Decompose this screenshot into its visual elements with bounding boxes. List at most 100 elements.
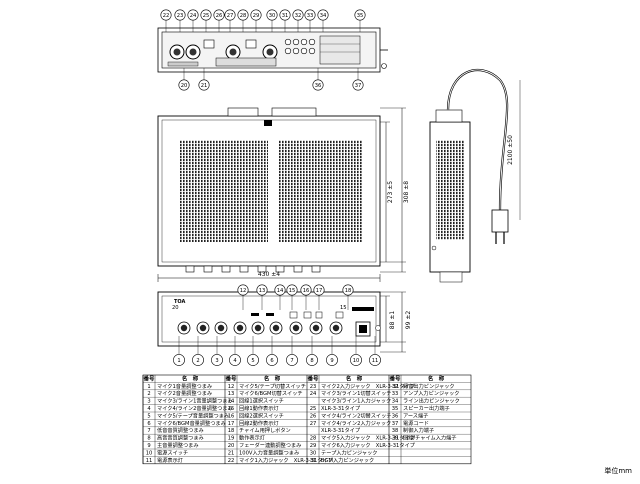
table-cell-no: 6	[147, 421, 150, 427]
table-cell-name: マイク2音量調整つまみ	[157, 389, 212, 397]
callout-number: 34	[320, 13, 327, 19]
width-dimension: 430 ±4	[157, 271, 381, 282]
table-cell-name: テープ入力ピンジャック	[321, 448, 378, 456]
callout-number: 12	[240, 288, 247, 294]
table-cell-no: 26	[310, 413, 317, 419]
table-cell-name: マイク3/ライン1音量調整つまみ	[157, 397, 233, 405]
callout-number: 11	[372, 358, 379, 364]
callout-marker: 36	[312, 79, 324, 91]
callout-number: 25	[203, 13, 210, 19]
table-cell-name: 低音音質調整つまみ	[157, 426, 204, 434]
table-cell-name: XLR-3-31タイプ	[321, 426, 361, 434]
cord-length-label: 2100 ±50	[507, 135, 514, 165]
table-cell-no: 25	[310, 406, 317, 412]
callout-number: 10	[353, 358, 360, 364]
callout-number: 5	[251, 358, 254, 364]
callout-marker: 5	[247, 354, 259, 366]
callout-marker: 28	[237, 9, 249, 21]
callout-marker: 18	[342, 284, 354, 296]
table-cell-name: フェーダー連動調整つまみ	[239, 441, 301, 449]
rear-panel-view	[157, 27, 388, 73]
table-cell-no: 22	[228, 458, 235, 464]
table-cell-no: 35	[392, 406, 399, 412]
table-cell-no: 29	[310, 443, 317, 449]
callout-marker: 37	[352, 79, 364, 91]
front-panel-view: TOA 20 15	[157, 291, 381, 347]
callout-marker: 15	[286, 284, 298, 296]
table-cell-name: 回線2選択スイッチ	[239, 411, 284, 419]
table-cell-no: 39	[392, 436, 399, 442]
table-cell-name: 制御入力端子	[403, 426, 434, 434]
callout-number: 30	[269, 13, 276, 19]
callout-marker: 22	[160, 9, 172, 21]
table-cell-name: 録音出力ピンジャック	[403, 382, 455, 390]
callout-number: 14	[277, 288, 284, 294]
table-cell-no: 32	[392, 384, 399, 390]
table-cell-no: 36	[392, 413, 399, 419]
callout-number: 15	[289, 288, 296, 294]
callout-marker: 27	[224, 9, 236, 21]
table-cell-no: 9	[147, 443, 150, 449]
table-cell-name: 電源表示灯	[157, 456, 183, 464]
callout-number: 31	[282, 13, 289, 19]
knob-cap	[217, 324, 225, 332]
callout-number: 17	[316, 288, 323, 294]
table-header-name: 名 称	[428, 374, 445, 382]
table-cell-no: 15	[228, 406, 235, 412]
callout-marker: 23	[174, 9, 186, 21]
callout-number: 18	[345, 288, 352, 294]
callout-number: 36	[315, 83, 322, 89]
pin-jack-group	[284, 38, 316, 55]
table-cell-name: 高音音質調整つまみ	[157, 434, 204, 442]
table-header-no: 番号	[389, 374, 401, 382]
callout-number: 32	[295, 13, 302, 19]
depth-dimensions: 273 ±5 308 ±8	[380, 107, 410, 273]
callout-marker: 34	[317, 9, 329, 21]
table-cell-name: アンプ入力ピンジャック	[403, 389, 459, 397]
callout-marker: 12	[237, 284, 249, 296]
table-header-no: 番号	[225, 374, 237, 382]
callout-marker: 17	[313, 284, 325, 296]
table-cell-name: マイク3/ライン1入力ジャック	[321, 397, 391, 405]
callout-number: 9	[330, 358, 333, 364]
table-cell-no: 7	[147, 428, 150, 434]
knob-cap	[254, 324, 262, 332]
callout-number: 33	[307, 13, 314, 19]
callout-marker: 3	[211, 354, 223, 366]
table-cell-name: マイク5/テープ音量調整つまみ	[157, 411, 229, 419]
table-cell-no: 17	[228, 421, 235, 427]
table-cell-name: 電源コード	[403, 419, 429, 427]
front-switches	[251, 307, 374, 319]
callout-marker: 16	[300, 284, 312, 296]
table-cell-name: スピーカー出力端子	[403, 404, 450, 412]
callout-marker: 25	[200, 9, 212, 21]
table-cell-no: 5	[147, 413, 150, 419]
table-cell-name: マイク3/ライン1切替スイッチ	[321, 389, 392, 397]
depth-outer-label: 308 ±8	[403, 181, 410, 203]
knob-cap	[332, 324, 340, 332]
callout-number: 28	[240, 13, 247, 19]
table-cell-no: 38	[392, 428, 399, 434]
callout-number: 16	[303, 288, 310, 294]
table-cell-no: 18	[228, 428, 235, 434]
front-knobs	[177, 321, 343, 335]
callout-number: 4	[233, 358, 237, 364]
table-cell-no: 28	[310, 436, 317, 442]
callout-marker: 11	[369, 354, 381, 366]
callout-number: 37	[355, 83, 362, 89]
front-label-b: 15	[340, 305, 347, 311]
table-cell-name: BGM入力ピンジャック	[321, 456, 374, 464]
table-header-no: 番号	[307, 374, 319, 382]
callout-marker: 7	[286, 354, 298, 366]
table-cell-name: 回線1動作表示灯	[239, 404, 279, 412]
callout-marker: 4	[229, 354, 241, 366]
table-cell-no: 11	[146, 458, 153, 464]
callout-number: 24	[190, 13, 197, 19]
top-view	[157, 107, 381, 273]
table-cell-name: マイク5/テープ切替スイッチ	[239, 382, 306, 390]
table-cell-name: マイク2入力ジャック XLR-3-31タイプ	[321, 382, 416, 390]
